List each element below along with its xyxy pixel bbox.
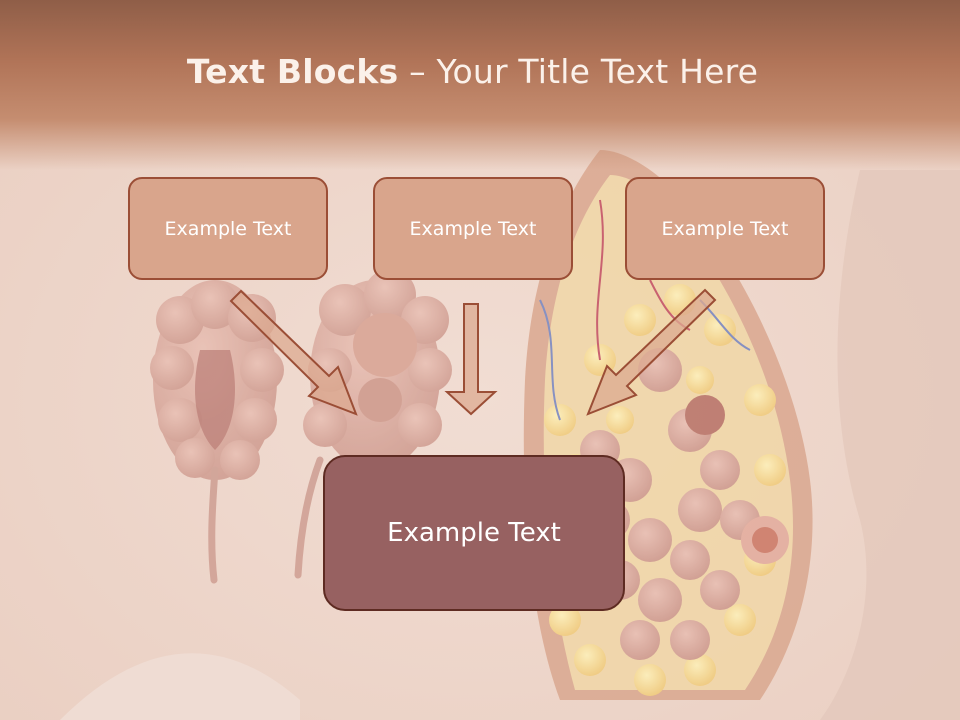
text-block-main[interactable]: Example Text — [323, 455, 625, 611]
arrow-right-diagonal — [586, 288, 717, 416]
arrow-left-diagonal — [229, 289, 358, 416]
text-block-top-center-label: Example Text — [409, 217, 537, 240]
text-block-top-left[interactable]: Example Text — [128, 177, 328, 280]
slide-title: Text Blocks – Your Title Text Here — [0, 52, 945, 91]
text-block-top-right-label: Example Text — [661, 217, 789, 240]
title-separator: – — [398, 52, 437, 91]
arrow-center-down — [444, 303, 498, 416]
text-block-main-label: Example Text — [387, 518, 561, 548]
text-block-top-left-label: Example Text — [164, 217, 292, 240]
title-bold: Text Blocks — [186, 52, 399, 91]
text-block-top-right[interactable]: Example Text — [625, 177, 825, 280]
title-rest: Your Title Text Here — [436, 52, 759, 91]
text-block-top-center[interactable]: Example Text — [373, 177, 573, 280]
header-band — [0, 0, 960, 170]
middle-lobule-cluster — [294, 269, 452, 579]
